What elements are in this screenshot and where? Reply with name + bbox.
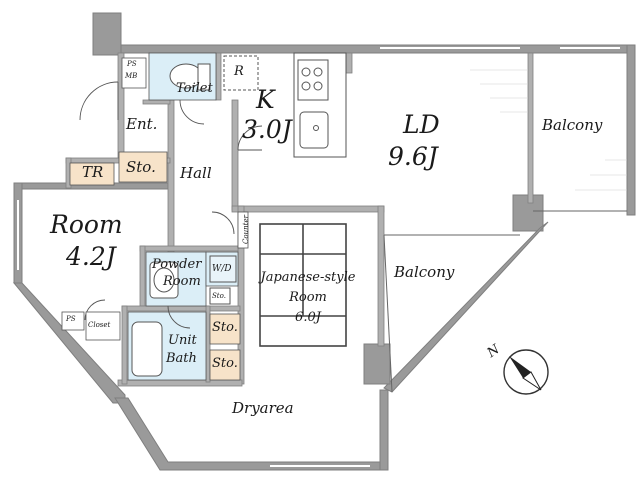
entrance-label: Ent.: [126, 115, 158, 133]
unit-bath-line1: Unit: [168, 333, 197, 348]
japanese-room-line2: Room: [289, 290, 327, 305]
ld-size: 9.6J: [388, 142, 438, 171]
fridge-label: R: [234, 64, 244, 79]
kitchen-name: K: [256, 85, 275, 114]
toilet-label: Toilet: [176, 81, 213, 96]
kitchen-fixtures: [223, 52, 347, 158]
unit-bath-line2: Bath: [166, 351, 197, 366]
storage-label: Sto.: [212, 320, 238, 335]
closet-boxes: [61, 57, 249, 341]
ps-mb-line2: MB: [125, 72, 138, 80]
tr-label: TR: [82, 163, 104, 181]
storage-label: Sto.: [126, 158, 156, 176]
powder-room-line1: Powder: [152, 257, 202, 272]
storage-label: Sto.: [212, 292, 226, 300]
ld-name: LD: [403, 110, 440, 139]
ps-mb-line1: PS: [127, 60, 137, 68]
kitchen-size: 3.0J: [242, 115, 292, 144]
counter-label: Counter: [241, 215, 250, 244]
tatami-mats: [259, 223, 347, 347]
ld-hatch: [470, 69, 627, 191]
balcony-top-label: Balcony: [542, 116, 603, 134]
door-swings: [79, 81, 263, 329]
closet-label: Closet: [88, 321, 111, 329]
windows: [17, 47, 620, 467]
storage-areas: [69, 151, 241, 381]
powder-room-line2: Room: [163, 274, 201, 289]
north-arrow-icon: [503, 349, 549, 395]
japanese-room-line1: Japanese-style: [260, 270, 356, 285]
room-name: Room: [50, 210, 123, 239]
storage-label: Sto.: [212, 356, 238, 371]
sanitary-fixtures: [131, 63, 237, 377]
dryarea-label: Dryarea: [232, 399, 294, 417]
japanese-room-size: 6.0J: [295, 310, 321, 325]
exterior-walls: [12, 12, 636, 471]
balcony-lines: [383, 210, 627, 393]
room-size: 4.2J: [66, 242, 116, 271]
washer-label: W/D: [212, 264, 232, 274]
ps-small-label: PS: [66, 315, 76, 323]
hall-label: Hall: [180, 164, 212, 182]
balcony-mid-label: Balcony: [394, 263, 455, 281]
